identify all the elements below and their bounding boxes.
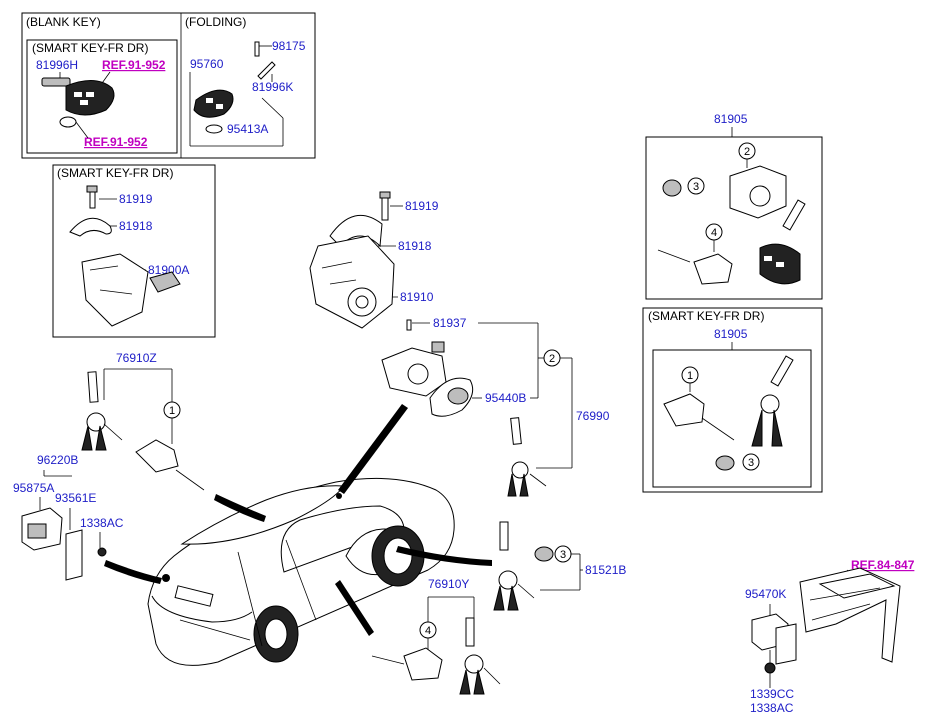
callout-4-right: 4 [425,625,431,637]
callout-4-set: 4 [711,227,717,239]
part-95760[interactable]: 95760 [190,57,224,71]
smart-key-inner-frame [26,39,178,154]
part-98175[interactable]: 98175 [272,39,306,53]
part-81918-b[interactable]: 81918 [398,239,432,253]
part-81900A[interactable]: 81900A [148,263,189,277]
folding-key-icon [189,41,284,147]
part-81905-a[interactable]: 81905 [714,112,748,126]
tailgate-lock-icon: 3 [493,521,583,611]
lock-set-frame [645,136,823,300]
antenna-module-icon [21,470,107,581]
ref-91-952-top[interactable]: REF.91-952 [102,58,166,72]
ref-91-952-bottom[interactable]: REF.91-952 [84,135,148,149]
callout-1-left: 1 [169,405,175,417]
smart-key-fob-icon [41,71,115,139]
part-81910[interactable]: 81910 [400,290,434,304]
part-1338AC-a[interactable]: 1338AC [80,516,124,530]
part-76990[interactable]: 76990 [576,409,610,423]
vehicle-outline-icon [147,477,455,666]
part-95875A[interactable]: 95875A [13,481,54,495]
callout-3-set: 3 [693,181,699,193]
callout-3-tailgate: 3 [560,549,566,561]
part-81521B[interactable]: 81521B [585,563,626,577]
key-cylinder-group-icon: 2 [381,319,573,497]
part-1338AC-b[interactable]: 1338AC [750,701,794,715]
callout-1-set: 1 [687,370,693,382]
ref-84-847[interactable]: REF.84-847 [851,558,915,572]
part-81905-b[interactable]: 81905 [714,327,748,341]
smart-key-set-parts-icon: 1 3 [663,355,794,471]
part-95470K[interactable]: 95470K [745,587,786,601]
part-81919-b[interactable]: 81919 [405,199,439,213]
part-1339CC[interactable]: 1339CC [750,687,794,701]
smart-key-set-title: (SMART KEY-FR DR) [648,309,764,323]
leader-arrows [104,404,492,636]
door-lock-cylinder-right-icon: 4 [371,596,501,695]
part-81919-a[interactable]: 81919 [119,192,153,206]
part-81937[interactable]: 81937 [433,316,467,330]
callout-3-smart-set: 3 [748,457,754,469]
part-81918-a[interactable]: 81918 [119,219,153,233]
part-96220B[interactable]: 96220B [37,453,78,467]
part-95413A[interactable]: 95413A [227,122,268,136]
smart-key-set-inner-frame [652,349,812,488]
ignition-lock-assembly-icon [309,191,403,329]
part-93561E[interactable]: 93561E [55,491,96,505]
blank-key-title: (BLANK KEY) [26,15,101,29]
callout-2-center: 2 [549,353,555,365]
part-76910Z[interactable]: 76910Z [116,351,157,365]
blank-key-frame [21,12,316,159]
smart-key-inner-title: (SMART KEY-FR DR) [32,41,148,55]
smart-lock-assembly-icon [69,185,181,327]
smart-key-lock-title: (SMART KEY-FR DR) [57,166,173,180]
door-lock-cylinder-left-icon: 1 [81,368,205,491]
smart-key-lock-frame [52,164,216,338]
part-95440B[interactable]: 95440B [485,391,526,405]
lock-set-parts-icon: 2 3 4 [657,142,806,285]
folding-title: (FOLDING) [185,15,246,29]
part-81996H[interactable]: 81996H [36,58,78,72]
crash-pad-bracket-icon [751,567,901,688]
callout-2-set: 2 [744,146,750,158]
smart-key-set-frame [642,307,823,493]
part-76910Y[interactable]: 76910Y [428,577,469,591]
part-81996K[interactable]: 81996K [252,80,293,94]
